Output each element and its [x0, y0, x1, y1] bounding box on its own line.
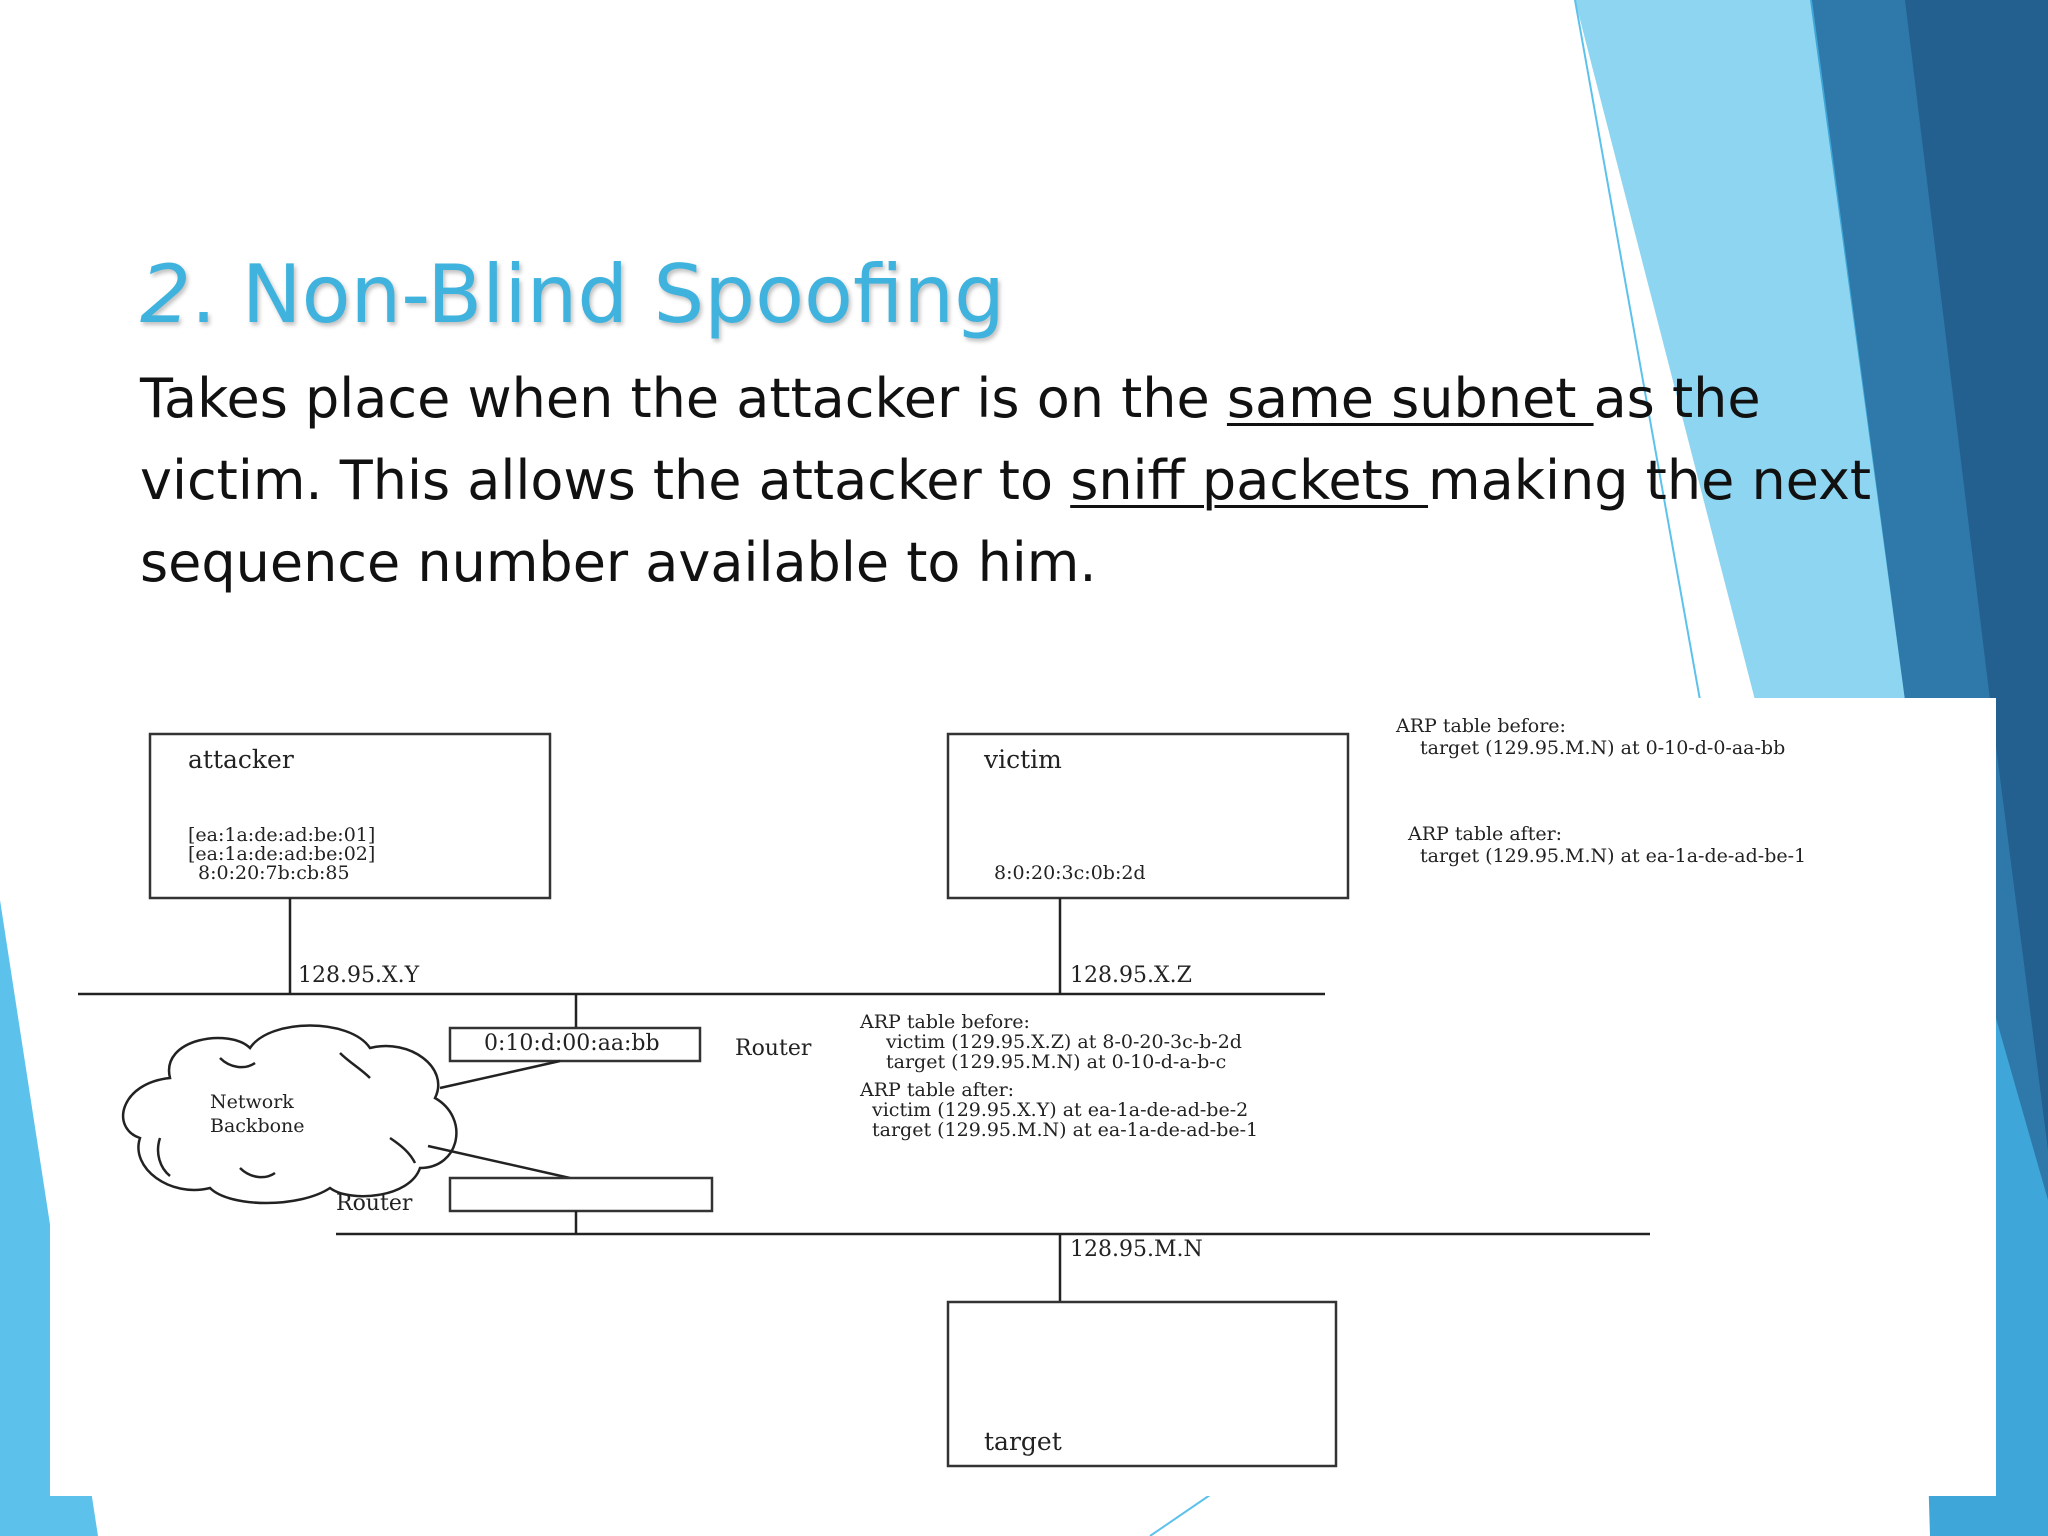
- router-arp-before-title: ARP table before:: [859, 1011, 1030, 1033]
- target-box: [946, 1300, 1338, 1468]
- victim-box: [946, 732, 1350, 900]
- attacker-mac-3: 8:0:20:7b:cb:85: [198, 862, 350, 884]
- target-arp-after-entry: target (129.95.M.N) at ea-1a-de-ad-be-1: [1420, 845, 1806, 867]
- decor-thin-line: [1574, 0, 1701, 701]
- body-text: Takes place when the attacker is on the …: [140, 358, 1880, 604]
- target-arp-before-title: ARP table before:: [1395, 715, 1566, 737]
- attacker-mac-1: [ea:1a:de:ad:be:01]: [188, 824, 375, 846]
- slide-title-number: 2: [140, 248, 191, 341]
- backbone-to-router-bottom: [427, 1144, 571, 1180]
- target-ip: 128.95.M.N: [1070, 1237, 1203, 1262]
- body-text-part-2: as the victim. This allows the attacker …: [140, 367, 1761, 512]
- target-arp-before-entry: target (129.95.M.N) at 0-10-d-0-aa-bb: [1420, 737, 1785, 759]
- router-top-label: Router: [735, 1036, 812, 1061]
- decor-thin-line-bottom: [1149, 1494, 1211, 1536]
- attacker-label: attacker: [188, 745, 294, 774]
- darkest-blue-panel: [1905, 0, 2048, 1150]
- router-top-mac: 0:10:d:00:aa:bb: [484, 1031, 660, 1056]
- router-top-to-backbone: [439, 1059, 561, 1090]
- backbone-label-line-2: Backbone: [210, 1115, 305, 1137]
- router-arp-before-target: target (129.95.M.N) at 0-10-d-a-b-c: [886, 1051, 1226, 1073]
- slide-title-text: . Non-Blind Spoofing: [190, 248, 1005, 341]
- network-diagram-panel: attacker [ea:1a:de:ad:be:01] [ea:1a:de:a…: [50, 698, 1996, 1496]
- router-bottom-box: [448, 1176, 714, 1213]
- router-top-box: [448, 1026, 702, 1063]
- router-arp-before-victim: victim (129.95.X.Z) at 8-0-20-3c-b-2d: [885, 1031, 1242, 1053]
- network-diagram: attacker [ea:1a:de:ad:be:01] [ea:1a:de:a…: [78, 715, 1806, 1468]
- attacker-mac-2: [ea:1a:de:ad:be:02]: [188, 843, 375, 865]
- network-backbone-cloud: [122, 1024, 458, 1205]
- underlined-same-subnet: same subnet: [1226, 367, 1594, 430]
- underlined-sniff-packets: sniff packets: [1070, 449, 1429, 512]
- router-bottom-label: Router: [336, 1191, 413, 1216]
- victim-label: victim: [983, 745, 1062, 774]
- router-arp-after-victim: victim (129.95.X.Y) at ea-1a-de-ad-be-2: [871, 1099, 1248, 1121]
- target-label: target: [984, 1427, 1062, 1456]
- router-arp-after-target: target (129.95.M.N) at ea-1a-de-ad-be-1: [872, 1119, 1258, 1141]
- body-text-part-1: Takes place when the attacker is on the: [140, 367, 1227, 430]
- router-arp-after-title: ARP table after:: [859, 1079, 1014, 1101]
- backbone-label-line-1: Network: [210, 1091, 294, 1113]
- attacker-ip: 128.95.X.Y: [298, 963, 420, 988]
- victim-mac: 8:0:20:3c:0b:2d: [994, 862, 1146, 884]
- body-text-part-3: making the next sequence number availabl…: [140, 449, 1872, 594]
- victim-ip: 128.95.X.Z: [1070, 963, 1192, 988]
- slide-title: 2. Non-Blind Spoofing: [140, 248, 1005, 341]
- attacker-box: [148, 732, 552, 900]
- target-arp-after-title: ARP table after:: [1407, 823, 1562, 845]
